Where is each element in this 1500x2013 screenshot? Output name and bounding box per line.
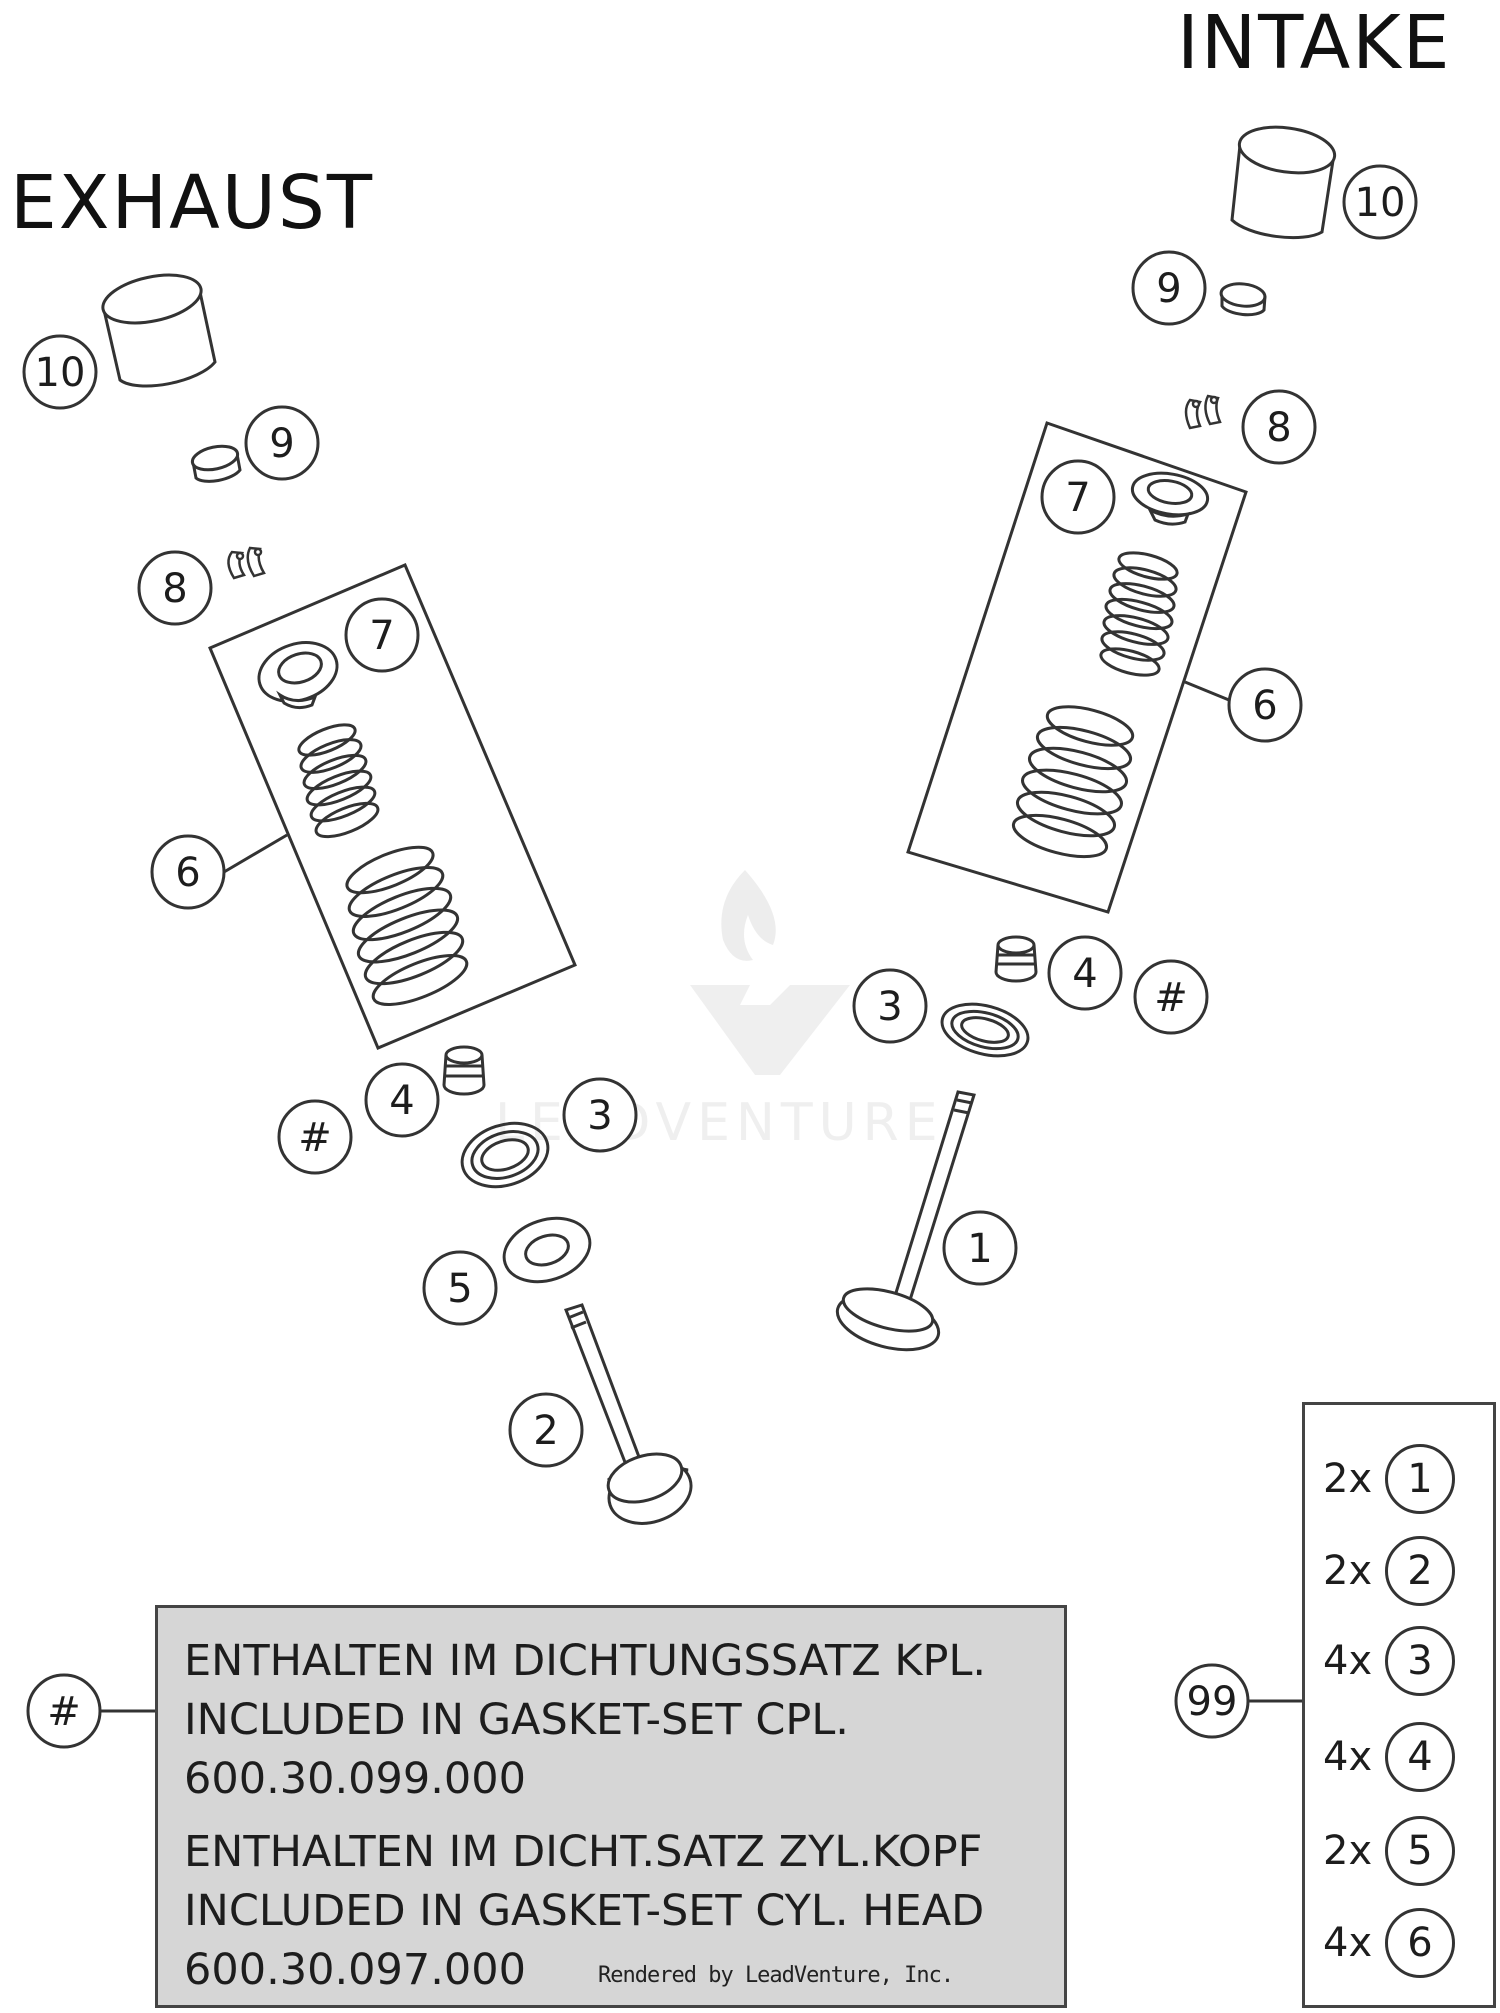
exhaust-retainer-part (257, 641, 339, 710)
intake-keepers-part (1184, 394, 1222, 430)
set-contents-row: 2x 2 (1323, 1531, 1455, 1611)
intake-stem-seal-part (994, 935, 1038, 983)
set-marker: 99 (1187, 1679, 1238, 1725)
item-callout: 5 (1385, 1816, 1455, 1886)
item-callout: 6 (1385, 1908, 1455, 1978)
note-line: 600.30.097.000 (184, 1945, 526, 1995)
set-contents-row: 4x 4 (1323, 1717, 1455, 1797)
exhaust-spring-seat-part (460, 1121, 550, 1189)
quantity-label: 2x (1323, 1828, 1373, 1874)
intake-tappet-part (1230, 125, 1337, 240)
item-callout: 1 (1385, 1444, 1455, 1514)
quantity-label: 4x (1323, 1920, 1373, 1966)
intake-spring-frame (906, 421, 1248, 914)
item-callout: 3 (1385, 1626, 1455, 1696)
item-callout: 2 (1385, 1536, 1455, 1606)
exhaust-callout-3: 3 (587, 1093, 612, 1139)
intake-callout-10: 10 (1355, 180, 1406, 226)
exhaust-tappet-part (101, 273, 217, 388)
set-contents-box: 2x 1 2x 2 4x 3 4x 4 2x 5 4x 6 (1302, 1402, 1496, 2008)
intake-callout-1: 1 (967, 1226, 992, 1272)
intake-callout-7: 7 (1065, 475, 1090, 521)
exhaust-callout-9: 9 (269, 421, 294, 467)
intake-callout-8: 8 (1266, 405, 1291, 451)
note-line: INCLUDED IN GASKET-SET CYL. HEAD (184, 1886, 985, 1936)
note-line: ENTHALTEN IM DICHT.SATZ ZYL.KOPF (184, 1827, 983, 1877)
intake-callout-6: 6 (1252, 683, 1277, 729)
watermark-text: LEADVENTURE (495, 1093, 944, 1153)
quantity-label: 2x (1323, 1456, 1373, 1502)
note-line: ENTHALTEN IM DICHTUNGSSATZ KPL. (184, 1636, 987, 1686)
intake-callout-hash: # (1154, 975, 1188, 1021)
note-line: INCLUDED IN GASKET-SET CPL. (184, 1695, 849, 1745)
note-line: 600.30.099.000 (184, 1754, 526, 1804)
quantity-label: 4x (1323, 1638, 1373, 1684)
exhaust-shim-part (190, 444, 242, 483)
exhaust-callout-4: 4 (389, 1078, 414, 1124)
intake-callout-3: 3 (877, 984, 902, 1030)
intake-spring-seat-part (940, 1002, 1030, 1058)
intake-heading: INTAKE (1177, 0, 1452, 86)
exhaust-callout-5: 5 (447, 1266, 472, 1312)
exhaust-stem-seal-part (442, 1045, 486, 1096)
exhaust-callout-2: 2 (533, 1408, 558, 1454)
intake-callout-4: 4 (1072, 951, 1097, 997)
set-contents-row: 4x 6 (1323, 1903, 1455, 1983)
exhaust-callout-7: 7 (369, 613, 394, 659)
exhaust-valve-part (564, 1303, 693, 1525)
note-marker: # (47, 1689, 81, 1735)
exhaust-callout-8: 8 (162, 566, 187, 612)
item-callout: 4 (1385, 1722, 1455, 1792)
render-credit: Rendered by LeadVenture, Inc. (598, 1963, 954, 1988)
intake-callout-9: 9 (1156, 266, 1181, 312)
intake-valve-part (835, 1090, 976, 1352)
intake-outer-spring-part (1011, 705, 1135, 859)
quantity-label: 4x (1323, 1734, 1373, 1780)
intake-shim-part (1219, 282, 1267, 317)
quantity-label: 2x (1323, 1548, 1373, 1594)
exhaust-spring-frame (208, 563, 577, 1050)
intake-retainer-part (1130, 471, 1210, 526)
set-contents-row: 4x 3 (1323, 1621, 1455, 1701)
exhaust-keepers-part (227, 546, 266, 580)
intake-inner-spring-part (1099, 551, 1179, 677)
exhaust-inner-spring-part (297, 723, 380, 839)
set-contents-row: 2x 1 (1323, 1439, 1455, 1519)
exhaust-callout-6: 6 (175, 850, 200, 896)
exhaust-callout-hash: # (298, 1115, 332, 1161)
exhaust-callout-10: 10 (35, 350, 86, 396)
exhaust-washer-part (502, 1216, 592, 1284)
exhaust-heading: EXHAUST (10, 160, 375, 246)
gasket-set-note: ENTHALTEN IM DICHTUNGSSATZ KPL. INCLUDED… (155, 1605, 1067, 2008)
set-contents-row: 2x 5 (1323, 1811, 1455, 1891)
exhaust-outer-spring-part (345, 845, 469, 1006)
